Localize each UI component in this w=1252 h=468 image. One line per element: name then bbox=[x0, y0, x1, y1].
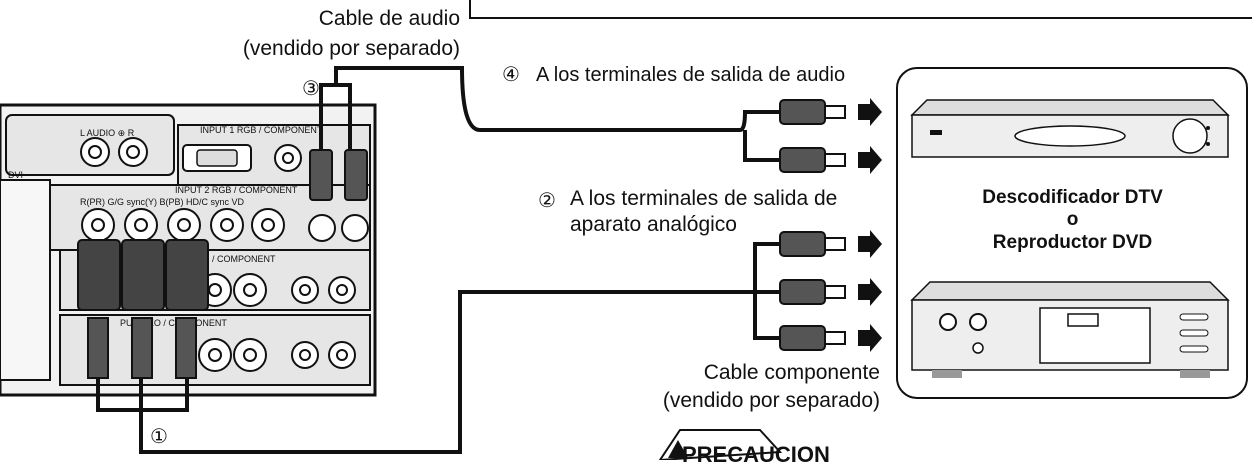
dtv-decoder-icon bbox=[910, 99, 1230, 158]
step2-text-line1: A los terminales de salida de bbox=[570, 187, 838, 210]
audio-cable-note: (vendido por separado) bbox=[242, 37, 460, 60]
device-line2: o bbox=[1066, 209, 1079, 230]
step4-text: A los terminales de salida de audio bbox=[536, 64, 846, 86]
dvd-player-icon bbox=[910, 281, 1230, 378]
caution-sign bbox=[658, 429, 783, 460]
step1-marker: ① bbox=[150, 424, 168, 448]
panel-input2-ports: R(PR) G/G sync(Y) B(PB) HD/C sync VD bbox=[80, 197, 245, 207]
arrow-icons bbox=[858, 98, 882, 352]
panel-input1-label: INPUT 1 RGB / COMPONENT bbox=[200, 125, 323, 135]
step2-text-line2: aparato analógico bbox=[570, 213, 737, 236]
header-frame bbox=[469, 0, 1252, 19]
caution-title: PRECAUCION bbox=[682, 442, 830, 467]
component-cable-note: (vendido por separado) bbox=[662, 389, 880, 412]
panel-input5-label: PUT 5 EO / COMPONENT bbox=[120, 318, 227, 328]
rca-plugs bbox=[779, 99, 846, 351]
device-line1: Descodificador DTV bbox=[982, 187, 1163, 208]
device-line3: Reproductor DVD bbox=[992, 232, 1153, 253]
step2-marker: ② bbox=[538, 188, 556, 212]
component-plugs bbox=[77, 239, 209, 379]
audio-cable bbox=[319, 66, 780, 162]
component-cable bbox=[96, 242, 780, 454]
panel-component-label: / COMPONENT bbox=[212, 254, 276, 264]
audio-cable-title: Cable de audio bbox=[318, 7, 460, 30]
audio-plugs bbox=[309, 149, 368, 201]
step3-marker: ③ bbox=[302, 76, 320, 100]
component-cable-title: Cable componente bbox=[703, 361, 880, 384]
step4-marker: ④ bbox=[502, 62, 520, 86]
panel-dvi-label: DVI bbox=[8, 170, 23, 180]
panel-input2-label: INPUT 2 RGB / COMPONENT bbox=[175, 185, 298, 195]
panel-audio-label: L AUDIO ⊕ R bbox=[80, 128, 135, 138]
